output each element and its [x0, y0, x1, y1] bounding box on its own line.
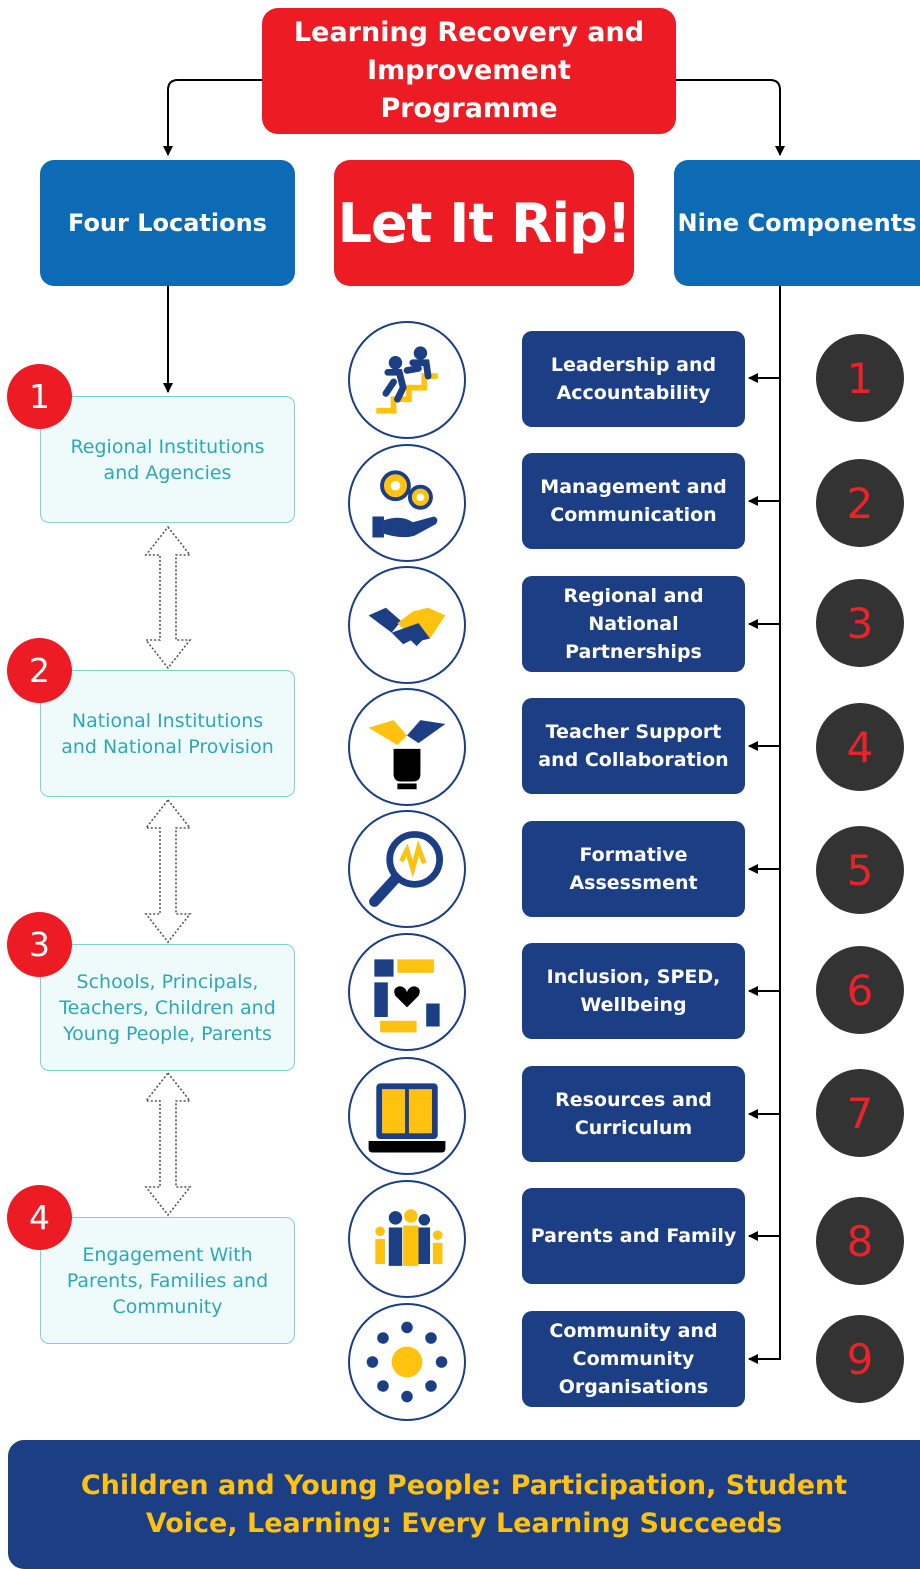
four-locations-header: Four Locations [40, 160, 295, 286]
community-circle-icon [348, 1303, 466, 1421]
location-number-3: 3 [7, 912, 72, 977]
dotted-double-arrow-1 [144, 525, 192, 670]
component-box-7: Resources and Curriculum [522, 1066, 745, 1162]
component-number-4: 4 [816, 703, 904, 791]
component-number-2: 2 [816, 459, 904, 547]
component-number-3: 3 [816, 579, 904, 667]
component-box-6: Inclusion, SPED, Wellbeing [522, 943, 745, 1039]
dotted-double-arrow-2 [144, 798, 192, 944]
location-number-1: 1 [7, 364, 72, 429]
location-box-1: Regional Institutions and Agencies [40, 396, 295, 523]
magnifier-icon [348, 810, 466, 928]
component-number-9: 9 [816, 1315, 904, 1403]
location-number-4: 4 [7, 1185, 72, 1250]
location-box-2: National Institutions and National Provi… [40, 670, 295, 797]
location-box-4: Engagement With Parents, Families and Co… [40, 1217, 295, 1344]
component-number-5: 5 [816, 826, 904, 914]
component-number-6: 6 [816, 946, 904, 1034]
hands-heart-icon [348, 933, 466, 1051]
component-number-1: 1 [816, 334, 904, 422]
handshake-icon [348, 566, 466, 684]
component-box-2: Management and Communication [522, 453, 745, 549]
component-box-3: Regional and National Partnerships [522, 576, 745, 672]
component-number-8: 8 [816, 1197, 904, 1285]
dotted-double-arrow-3 [144, 1071, 192, 1217]
location-box-3: Schools, Principals, Teachers, Children … [40, 944, 295, 1071]
component-box-4: Teacher Support and Collaboration [522, 698, 745, 794]
component-box-9: Community and Community Organisations [522, 1311, 745, 1407]
joined-hands-icon [348, 688, 466, 806]
component-box-8: Parents and Family [522, 1188, 745, 1284]
stairs-people-icon [348, 321, 466, 439]
tablet-book-icon [348, 1057, 466, 1175]
nine-components-header: Nine Components [674, 160, 920, 286]
component-box-5: Formative Assessment [522, 821, 745, 917]
program-title: Learning Recovery and Improvement Progra… [262, 8, 676, 134]
gears-hand-icon [348, 444, 466, 562]
component-box-1: Leadership and Accountability [522, 331, 745, 427]
component-number-7: 7 [816, 1069, 904, 1157]
family-icon [348, 1180, 466, 1298]
footer-banner: Children and Young People: Participation… [8, 1440, 920, 1569]
location-number-2: 2 [7, 638, 72, 703]
let-it-rip-banner: Let It Rip! [334, 160, 634, 286]
